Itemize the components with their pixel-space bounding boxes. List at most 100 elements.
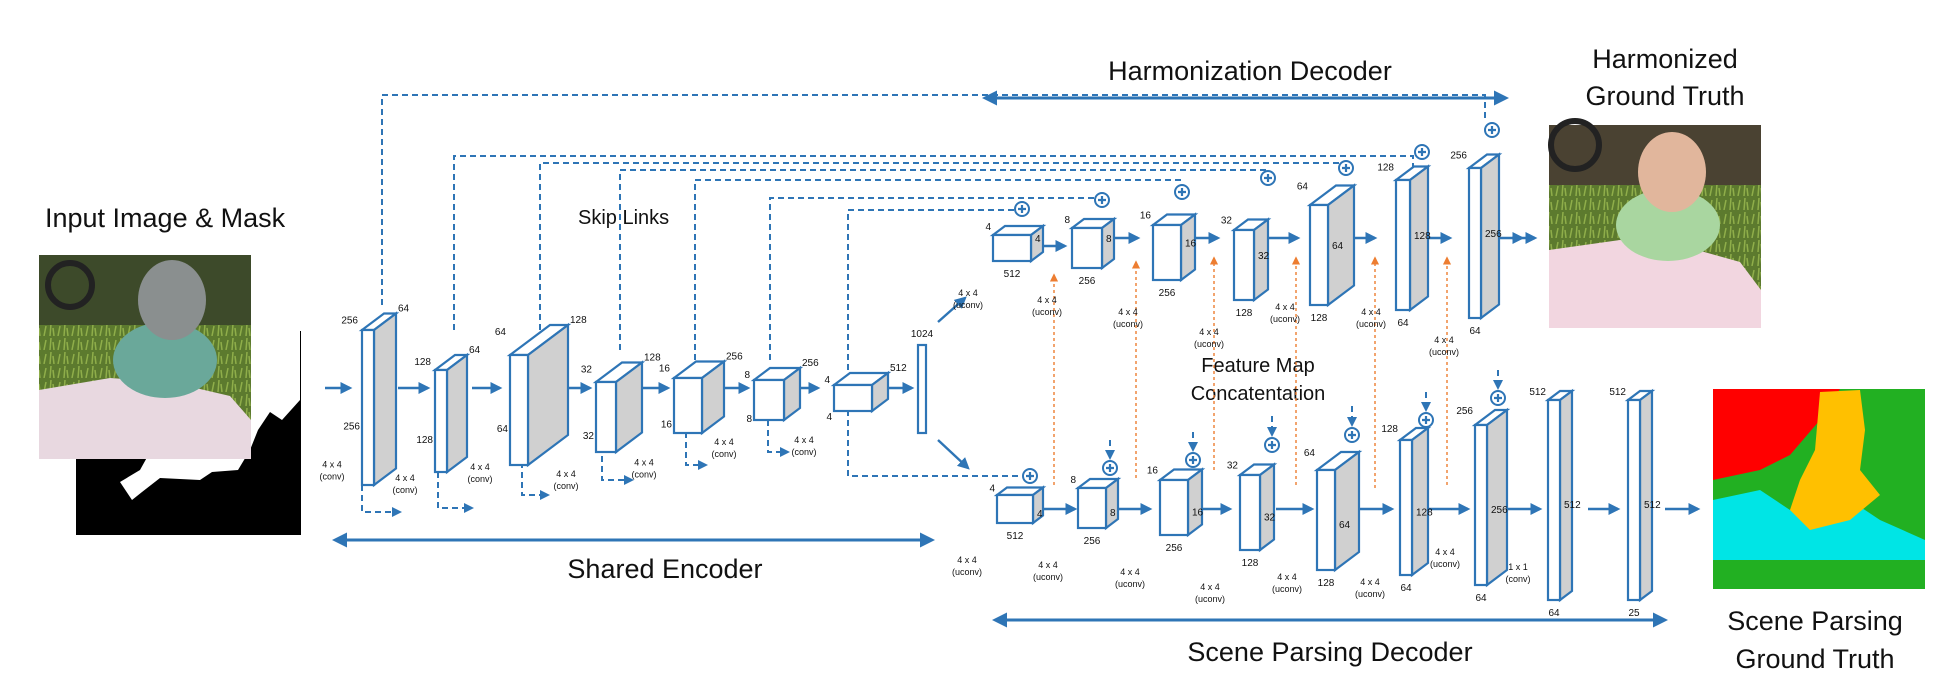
block-depth-label: 256 (1084, 536, 1101, 547)
block-depth-label: 256 (1159, 288, 1176, 299)
block-side (1104, 476, 1120, 531)
harmonized-title-line2: Ground Truth (1585, 81, 1744, 111)
block-depth-label: 64 (1475, 593, 1487, 604)
op-label: (uconv) (1113, 319, 1143, 329)
plus-circle (1102, 440, 1118, 476)
plus-circle (1338, 160, 1354, 176)
block-front (1394, 178, 1412, 312)
block-front (1473, 423, 1489, 587)
block-depth-label: 64 (469, 345, 481, 356)
op-label: (uconv) (1430, 559, 1460, 569)
op-label: 4 x 4 (1435, 547, 1455, 557)
block-width-label: 8 (1110, 508, 1116, 519)
concat-label-line1: Feature Map (1201, 355, 1314, 377)
block-side (1485, 407, 1509, 588)
op-label: 4 x 4 (322, 460, 342, 470)
op-label: 4 x 4 (1038, 560, 1058, 570)
block-front (1232, 228, 1256, 302)
op-label: 1 x 1 (1508, 562, 1528, 572)
op-label: (uconv) (1270, 314, 1300, 324)
block-width-label: 256 (1491, 505, 1508, 516)
block-depth-label: 512 (1007, 531, 1024, 542)
block-height-label: 32 (1221, 216, 1233, 227)
plus-circle (1484, 122, 1500, 138)
op-label: 4 x 4 (1118, 307, 1138, 317)
op-label: 4 x 4 (395, 473, 415, 483)
block-width-label: 16 (661, 420, 673, 431)
block-height-label: 64 (1297, 182, 1309, 193)
plus-circle (1022, 468, 1038, 484)
block-height-label: 16 (1147, 466, 1159, 477)
op-label: (uconv) (1194, 339, 1224, 349)
op-label: 4 x 4 (1360, 577, 1380, 587)
op-label: (uconv) (1032, 307, 1062, 317)
baby-head (138, 260, 206, 340)
op-label: 4 x 4 (1037, 295, 1057, 305)
block-height-label: 256 (1450, 151, 1467, 162)
stroller-wheel (45, 260, 95, 310)
block-front (1076, 486, 1108, 530)
block-width-label: 8 (746, 414, 752, 425)
op-label: (conv) (553, 481, 578, 491)
block-front (1546, 398, 1562, 602)
op-label: 4 x 4 (958, 288, 978, 298)
block-side (372, 311, 398, 488)
plus-circle (1260, 170, 1276, 186)
plus-circle (1094, 192, 1110, 208)
op-label: (uconv) (1033, 572, 1063, 582)
bottleneck-label: 1024 (911, 329, 934, 340)
op-label: (uconv) (1356, 319, 1386, 329)
op-label: 4 x 4 (1275, 302, 1295, 312)
harmonized-ground-truth-image (1548, 118, 1761, 328)
block-side (1186, 467, 1204, 538)
block-front (995, 493, 1035, 525)
block-front (672, 376, 704, 435)
block-front (1238, 473, 1262, 552)
block-front (1398, 438, 1414, 577)
block-front (1070, 226, 1104, 270)
block-side (1558, 388, 1574, 603)
concat-label-line2: Concatentation (1191, 383, 1326, 405)
block-height-label: 8 (744, 370, 750, 381)
baby-body (113, 322, 217, 398)
block-front (1158, 478, 1190, 537)
block-width-label: 4 (826, 412, 832, 423)
block-depth-label: 256 (1079, 276, 1096, 287)
input-title: Input Image & Mask (45, 203, 286, 233)
harmonization-decoder-title: Harmonization Decoder (1108, 56, 1392, 86)
scene-title-line2: Ground Truth (1735, 644, 1894, 674)
block-depth-label: 128 (1236, 308, 1253, 319)
block-depth-label: 64 (1469, 326, 1481, 337)
concat-arrows (1049, 256, 1452, 488)
op-label: (uconv) (1195, 594, 1225, 604)
block-width-label: 32 (1264, 513, 1276, 524)
plus-circle (1185, 432, 1201, 468)
op-label: (uconv) (1115, 579, 1145, 589)
block-width-label: 512 (1564, 500, 1581, 511)
block-front (1626, 398, 1642, 602)
op-label: 4 x 4 (1200, 582, 1220, 592)
block-front (1308, 203, 1330, 307)
op-label: (conv) (791, 447, 816, 457)
op-label: (uconv) (952, 567, 982, 577)
block-width-label: 64 (497, 424, 509, 435)
op-label: (uconv) (953, 300, 983, 310)
plus-circle (1014, 201, 1030, 217)
block-height-label: 64 (495, 327, 507, 338)
block-height-label: 16 (659, 364, 671, 375)
block-width-label: 4 (1035, 234, 1041, 245)
input-image-and-mask (39, 255, 301, 535)
block-front (433, 368, 449, 474)
skip-links-label: Skip Links (578, 207, 669, 229)
